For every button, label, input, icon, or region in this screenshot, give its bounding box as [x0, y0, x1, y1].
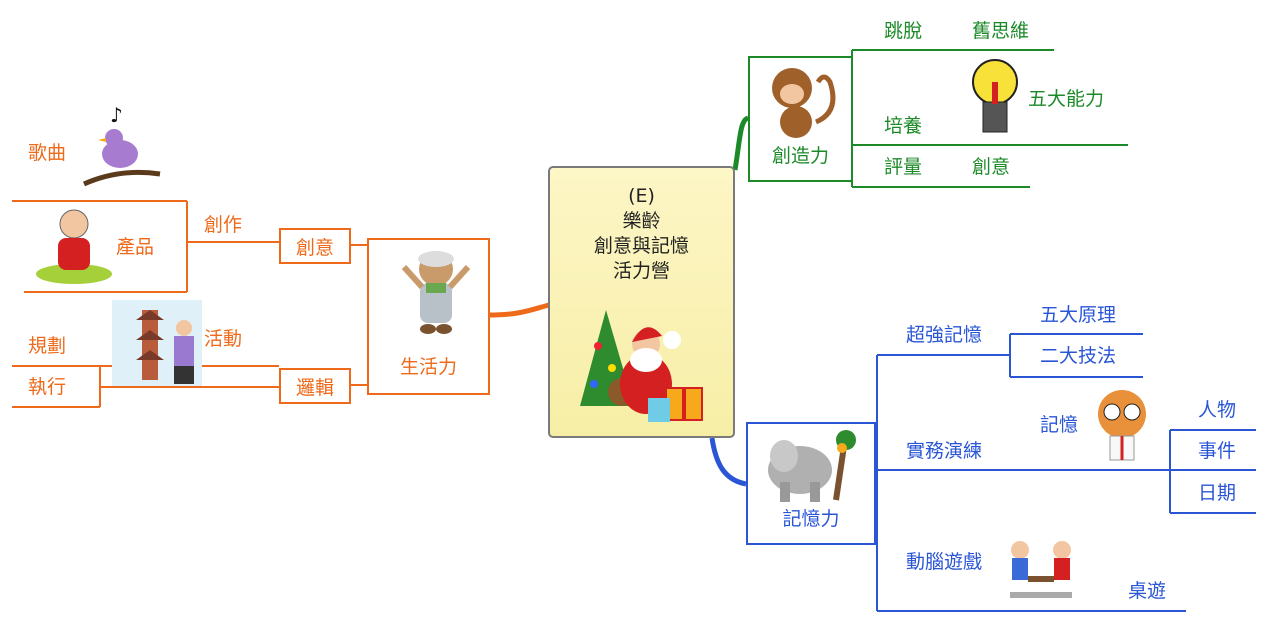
svg-text:♪: ♪	[110, 104, 123, 127]
life-vitality-label: 生活力	[399, 356, 457, 378]
board-games-label[interactable]: 桌遊	[1128, 580, 1167, 602]
center-title: (E) 樂齡 創意與記憶 活力營	[593, 185, 689, 282]
compose-label[interactable]: 創作	[204, 214, 243, 236]
logic-label: 邏輯	[295, 376, 334, 399]
two-techniques-label[interactable]: 二大技法	[1040, 345, 1117, 367]
practice-label[interactable]: 實務演練	[906, 440, 983, 462]
memory-label: 記憶力	[782, 508, 840, 530]
monkey-icon	[772, 68, 836, 138]
creative-label: 創意	[295, 236, 334, 259]
plan-label[interactable]: 規劃	[28, 335, 67, 357]
old-thinking-label[interactable]: 舊思維	[972, 20, 1030, 42]
lightbulb-icon	[972, 59, 1018, 133]
owl-icon	[1098, 390, 1146, 461]
memorize-label[interactable]: 記憶	[1040, 414, 1079, 436]
product-label[interactable]: 產品	[116, 236, 155, 258]
five-abilities-label[interactable]: 五大能力	[1028, 88, 1105, 110]
logic-node[interactable]: 邏輯	[279, 368, 351, 404]
santa-icon	[580, 310, 703, 422]
five-principles-label[interactable]: 五大原理	[1040, 304, 1117, 326]
creativity-label: 創造力	[771, 145, 829, 167]
people-label[interactable]: 人物	[1198, 399, 1237, 421]
pagoda-icon	[112, 300, 202, 386]
execute-label[interactable]: 執行	[28, 376, 67, 398]
teddy-bear-icon	[401, 251, 471, 334]
break-away-label[interactable]: 跳脫	[884, 20, 923, 42]
activity-label[interactable]: 活動	[204, 328, 243, 350]
dates-label[interactable]: 日期	[1198, 482, 1237, 504]
elephant-icon	[768, 430, 856, 502]
center-node[interactable]: (E) 樂齡 創意與記憶 活力營	[548, 166, 735, 438]
creativity-item-label[interactable]: 創意	[972, 156, 1011, 178]
evaluate-label[interactable]: 評量	[884, 156, 923, 178]
events-label[interactable]: 事件	[1198, 440, 1237, 462]
super-memory-label[interactable]: 超強記憶	[906, 324, 983, 346]
creative-node[interactable]: 創意	[279, 228, 351, 264]
bird-icon: ♪	[82, 104, 161, 187]
cultivate-label[interactable]: 培養	[884, 115, 923, 137]
chess-players-icon	[1010, 541, 1072, 598]
grandma-icon	[36, 209, 112, 284]
song-label[interactable]: 歌曲	[28, 142, 67, 164]
brain-games-label[interactable]: 動腦遊戲	[906, 551, 983, 573]
